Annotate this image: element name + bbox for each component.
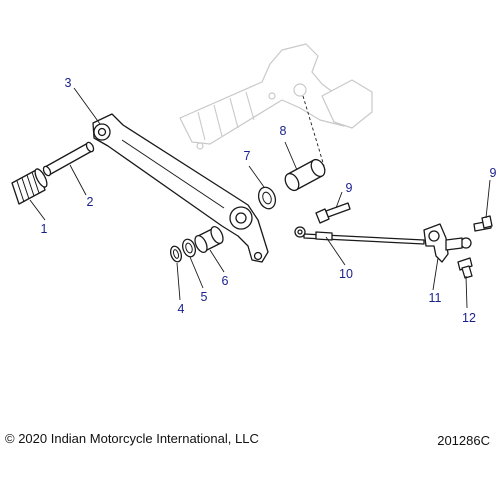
callout-9-left: 9 [346,181,353,195]
copyright-notice: © 2020 Indian Motorcycle International, … [5,431,259,446]
assembly-line-spacer-to-bracket [302,95,325,167]
callout-8: 8 [280,124,287,138]
callout-4: 4 [178,302,185,316]
part-9-bolt-right [473,215,493,232]
callout-6: 6 [222,274,229,288]
part-12-screw [457,257,473,279]
part-9-bolt-left [315,202,351,224]
callout-2: 2 [87,195,94,209]
callout-9-right: 9 [490,166,497,180]
callout-10: 10 [339,267,353,281]
reference-footpeg-bracket-ghost [179,43,373,150]
callout-11: 11 [429,291,442,305]
part-2-pivot-pin [42,141,95,177]
part-4-clip-ring [169,245,183,263]
part-3-shift-lever [92,113,269,263]
callout-3: 3 [65,76,72,90]
callout-5: 5 [201,290,208,304]
part-11-rod-end [423,223,472,263]
part-5-washer [182,238,196,258]
part-8-spacer [284,158,326,192]
callout-1: 1 [41,222,48,236]
part-6-bushing [194,225,224,254]
callout-12: 12 [462,311,476,325]
leader-lines [29,87,491,309]
figure-number: 201286C [437,433,490,448]
part-1-footpeg-rubber [11,168,48,205]
callout-7: 7 [244,149,251,163]
callout-labels: 1 2 3 4 5 6 7 8 9 9 10 11 12 [41,76,497,325]
part-10-shift-rod [294,226,425,245]
part-7-washer [257,186,277,210]
